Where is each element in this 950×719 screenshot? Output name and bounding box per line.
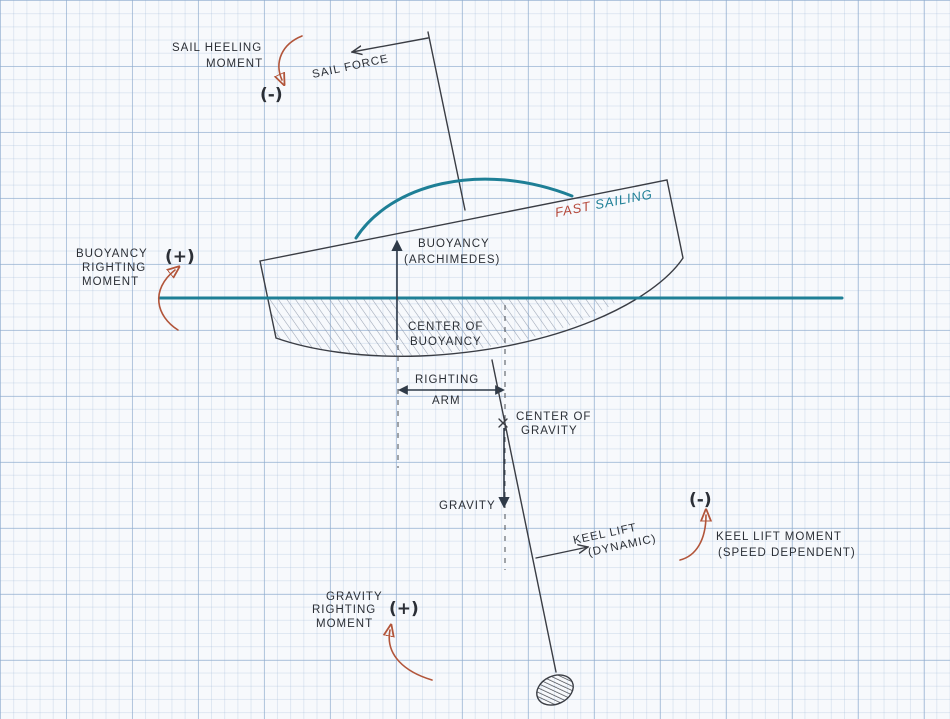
gravity-righting-moment-arrow: [389, 630, 433, 681]
center-of-buoyancy-label: CENTER OF BUOYANCY: [408, 321, 483, 348]
sail-heeling-moment-label: SAIL HEELING MOMENT: [172, 42, 263, 70]
svg-text:FAST SAILING: FAST SAILING: [554, 186, 654, 220]
label-line: ARM: [432, 395, 461, 407]
label-line: RIGHTING: [415, 374, 479, 386]
buoyancy-moment-sign: (+): [165, 247, 195, 267]
hull-outline: [259, 179, 684, 357]
sail-moment-sign: (-): [260, 85, 283, 105]
gravity-moment-sign: (+): [389, 599, 419, 619]
sail-heeling-moment-arrow: [279, 35, 303, 80]
buoyancy-righting-moment-arrow: [158, 270, 178, 331]
keel-bulb: [536, 674, 574, 706]
keel-fin: [491, 359, 557, 673]
label-line: MOMENT: [82, 276, 139, 288]
keel-moment-sign: (-): [689, 490, 712, 510]
sail-force-arrow: [352, 37, 429, 52]
buoyancy-label: BUOYANCY (ARCHIMEDES): [404, 238, 500, 266]
label-line: KEEL LIFT MOMENT: [716, 531, 842, 543]
label-line: (SPEED DEPENDENT): [718, 547, 856, 559]
keel-lift-moment-label: KEEL LIFT MOMENT (SPEED DEPENDENT): [716, 531, 856, 559]
label-line: BUOYANCY: [76, 248, 148, 260]
label-line: (ARCHIMEDES): [404, 254, 500, 266]
label-line: RIGHTING: [312, 604, 376, 616]
label-line: BUOYANCY: [418, 238, 490, 250]
label-line: RIGHTING: [82, 262, 146, 274]
label-line: BUOYANCY: [410, 336, 482, 348]
sail-force-label: SAIL FORCE: [311, 53, 390, 81]
submerged-hull-shading: [268, 298, 622, 356]
gravity-righting-moment-label: GRAVITY RIGHTING MOMENT: [312, 591, 383, 630]
label-line: SAIL HEELING: [172, 42, 262, 54]
keel-lift-moment-arrow: [679, 515, 706, 561]
sail-arc: [354, 177, 574, 240]
center-of-gravity-label: CENTER OF GRAVITY: [516, 411, 591, 437]
gravity-label: GRAVITY: [439, 500, 496, 512]
keel-lift-arrow: [535, 547, 588, 559]
righting-arm-label: RIGHTING ARM: [415, 374, 479, 407]
buoyancy-righting-moment-label: BUOYANCY RIGHTING MOMENT: [76, 248, 148, 288]
label-line: MOMENT: [316, 618, 373, 630]
label-line: GRAVITY: [326, 591, 383, 603]
label-line: CENTER OF: [408, 321, 483, 333]
label-line: CENTER OF: [516, 411, 591, 423]
fast-sailing-logo: FAST SAILING: [554, 186, 654, 220]
keel-lift-label: KEEL LIFT (DYNAMIC): [572, 522, 658, 559]
label-line: MOMENT: [206, 58, 263, 70]
label-line: GRAVITY: [521, 425, 578, 437]
sailing-word: SAILING: [594, 186, 654, 212]
